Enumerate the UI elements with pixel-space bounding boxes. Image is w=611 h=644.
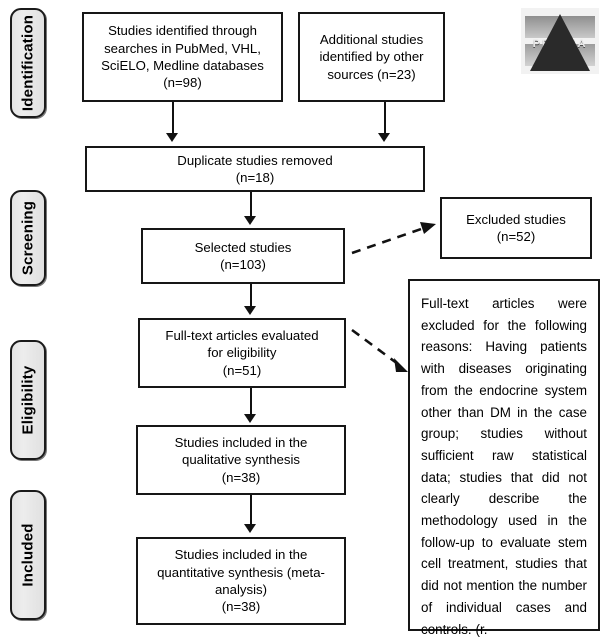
box-duplicates-removed: Duplicate studies removed (n=18)	[85, 146, 425, 192]
arrowhead-identified-to-duplicates	[166, 133, 178, 142]
records-identified-line3: SciELO, Medline databases	[101, 58, 264, 73]
connector-additional-to-duplicates	[384, 102, 386, 134]
stage-identification: Identification	[10, 8, 46, 118]
arrowhead-fulltext-to-qualitative	[244, 414, 256, 423]
duplicates-removed-count: (n=18)	[235, 170, 275, 185]
stage-included: Included	[10, 490, 46, 620]
box-qualitative-synthesis: Studies included in the qualitative synt…	[136, 425, 346, 495]
excluded-studies-line1: Excluded studies	[466, 211, 566, 227]
quantitative-synthesis-count: (n=38)	[221, 599, 261, 615]
qualitative-synthesis-line1: Studies included in the	[174, 434, 308, 450]
qualitative-synthesis-count: (n=38)	[221, 469, 261, 485]
box-additional-records: Additional studies identified by other s…	[298, 12, 445, 102]
additional-records-line1: Additional studies	[319, 31, 424, 47]
arrowhead-duplicates-to-selected	[244, 216, 256, 225]
arrowhead-qualitative-to-quantitative	[244, 524, 256, 533]
excluded-studies-count: (n=52)	[496, 229, 536, 244]
fulltext-assessed-line2: for eligibility	[207, 345, 277, 361]
dashed-arrow-selected-to-excluded	[351, 222, 436, 255]
connector-duplicates-to-selected	[250, 192, 252, 218]
box-quantitative-synthesis: Studies included in the quantitative syn…	[136, 537, 346, 625]
arrowhead-additional-to-duplicates	[378, 133, 390, 142]
stage-included-label: Included	[19, 523, 37, 587]
connector-identified-to-duplicates	[172, 102, 174, 134]
qualitative-synthesis-line2: qualitative synthesis	[181, 452, 301, 468]
stage-identification-label: Identification	[19, 14, 37, 112]
additional-records-line3: sources (n=23)	[327, 66, 416, 82]
box-selected-studies: Selected studies (n=103)	[141, 228, 345, 284]
fulltext-assessed-line1: Full-text articles evaluated	[165, 327, 319, 343]
selected-studies-count: (n=103)	[220, 257, 266, 272]
quantitative-synthesis-line2: quantitative synthesis (meta-	[157, 564, 325, 580]
stage-screening: Screening	[10, 190, 46, 286]
arrowhead-selected-to-fulltext	[244, 306, 256, 315]
box-fulltext-assessed: Full-text articles evaluated for eligibi…	[138, 318, 346, 388]
prisma-logo: PRISMA	[521, 8, 599, 74]
logo-pyramid-icon	[530, 14, 590, 71]
additional-records-line2: identified by other	[319, 49, 424, 65]
box-excluded-studies: Excluded studies (n=52)	[440, 197, 592, 259]
stage-eligibility-label: Eligibility	[19, 365, 37, 435]
connector-selected-to-fulltext	[250, 284, 252, 308]
fulltext-assessed-count: (n=51)	[222, 362, 262, 378]
dashed-arrow-fulltext-to-reasons	[351, 328, 408, 372]
quantitative-synthesis-line1: Studies included in the	[174, 547, 308, 563]
records-identified-line2: searches in PubMed, VHL,	[104, 40, 261, 56]
duplicates-removed-line1: Duplicate studies removed	[177, 152, 333, 168]
records-identified-count: (n=98)	[163, 75, 202, 91]
selected-studies-line1: Selected studies	[194, 239, 292, 255]
stage-eligibility: Eligibility	[10, 340, 46, 460]
exclusion-reasons-text: Full-text articles were excluded for the…	[421, 296, 587, 637]
stage-screening-label: Screening	[19, 200, 37, 276]
connector-fulltext-to-qualitative	[250, 388, 252, 415]
box-records-identified: Studies identified through searches in P…	[82, 12, 283, 102]
connector-qualitative-to-quantitative	[250, 495, 252, 525]
quantitative-synthesis-line3: analysis)	[214, 582, 268, 597]
box-exclusion-reasons: Full-text articles were excluded for the…	[408, 279, 600, 637]
records-identified-line1: Studies identified through	[108, 23, 257, 39]
